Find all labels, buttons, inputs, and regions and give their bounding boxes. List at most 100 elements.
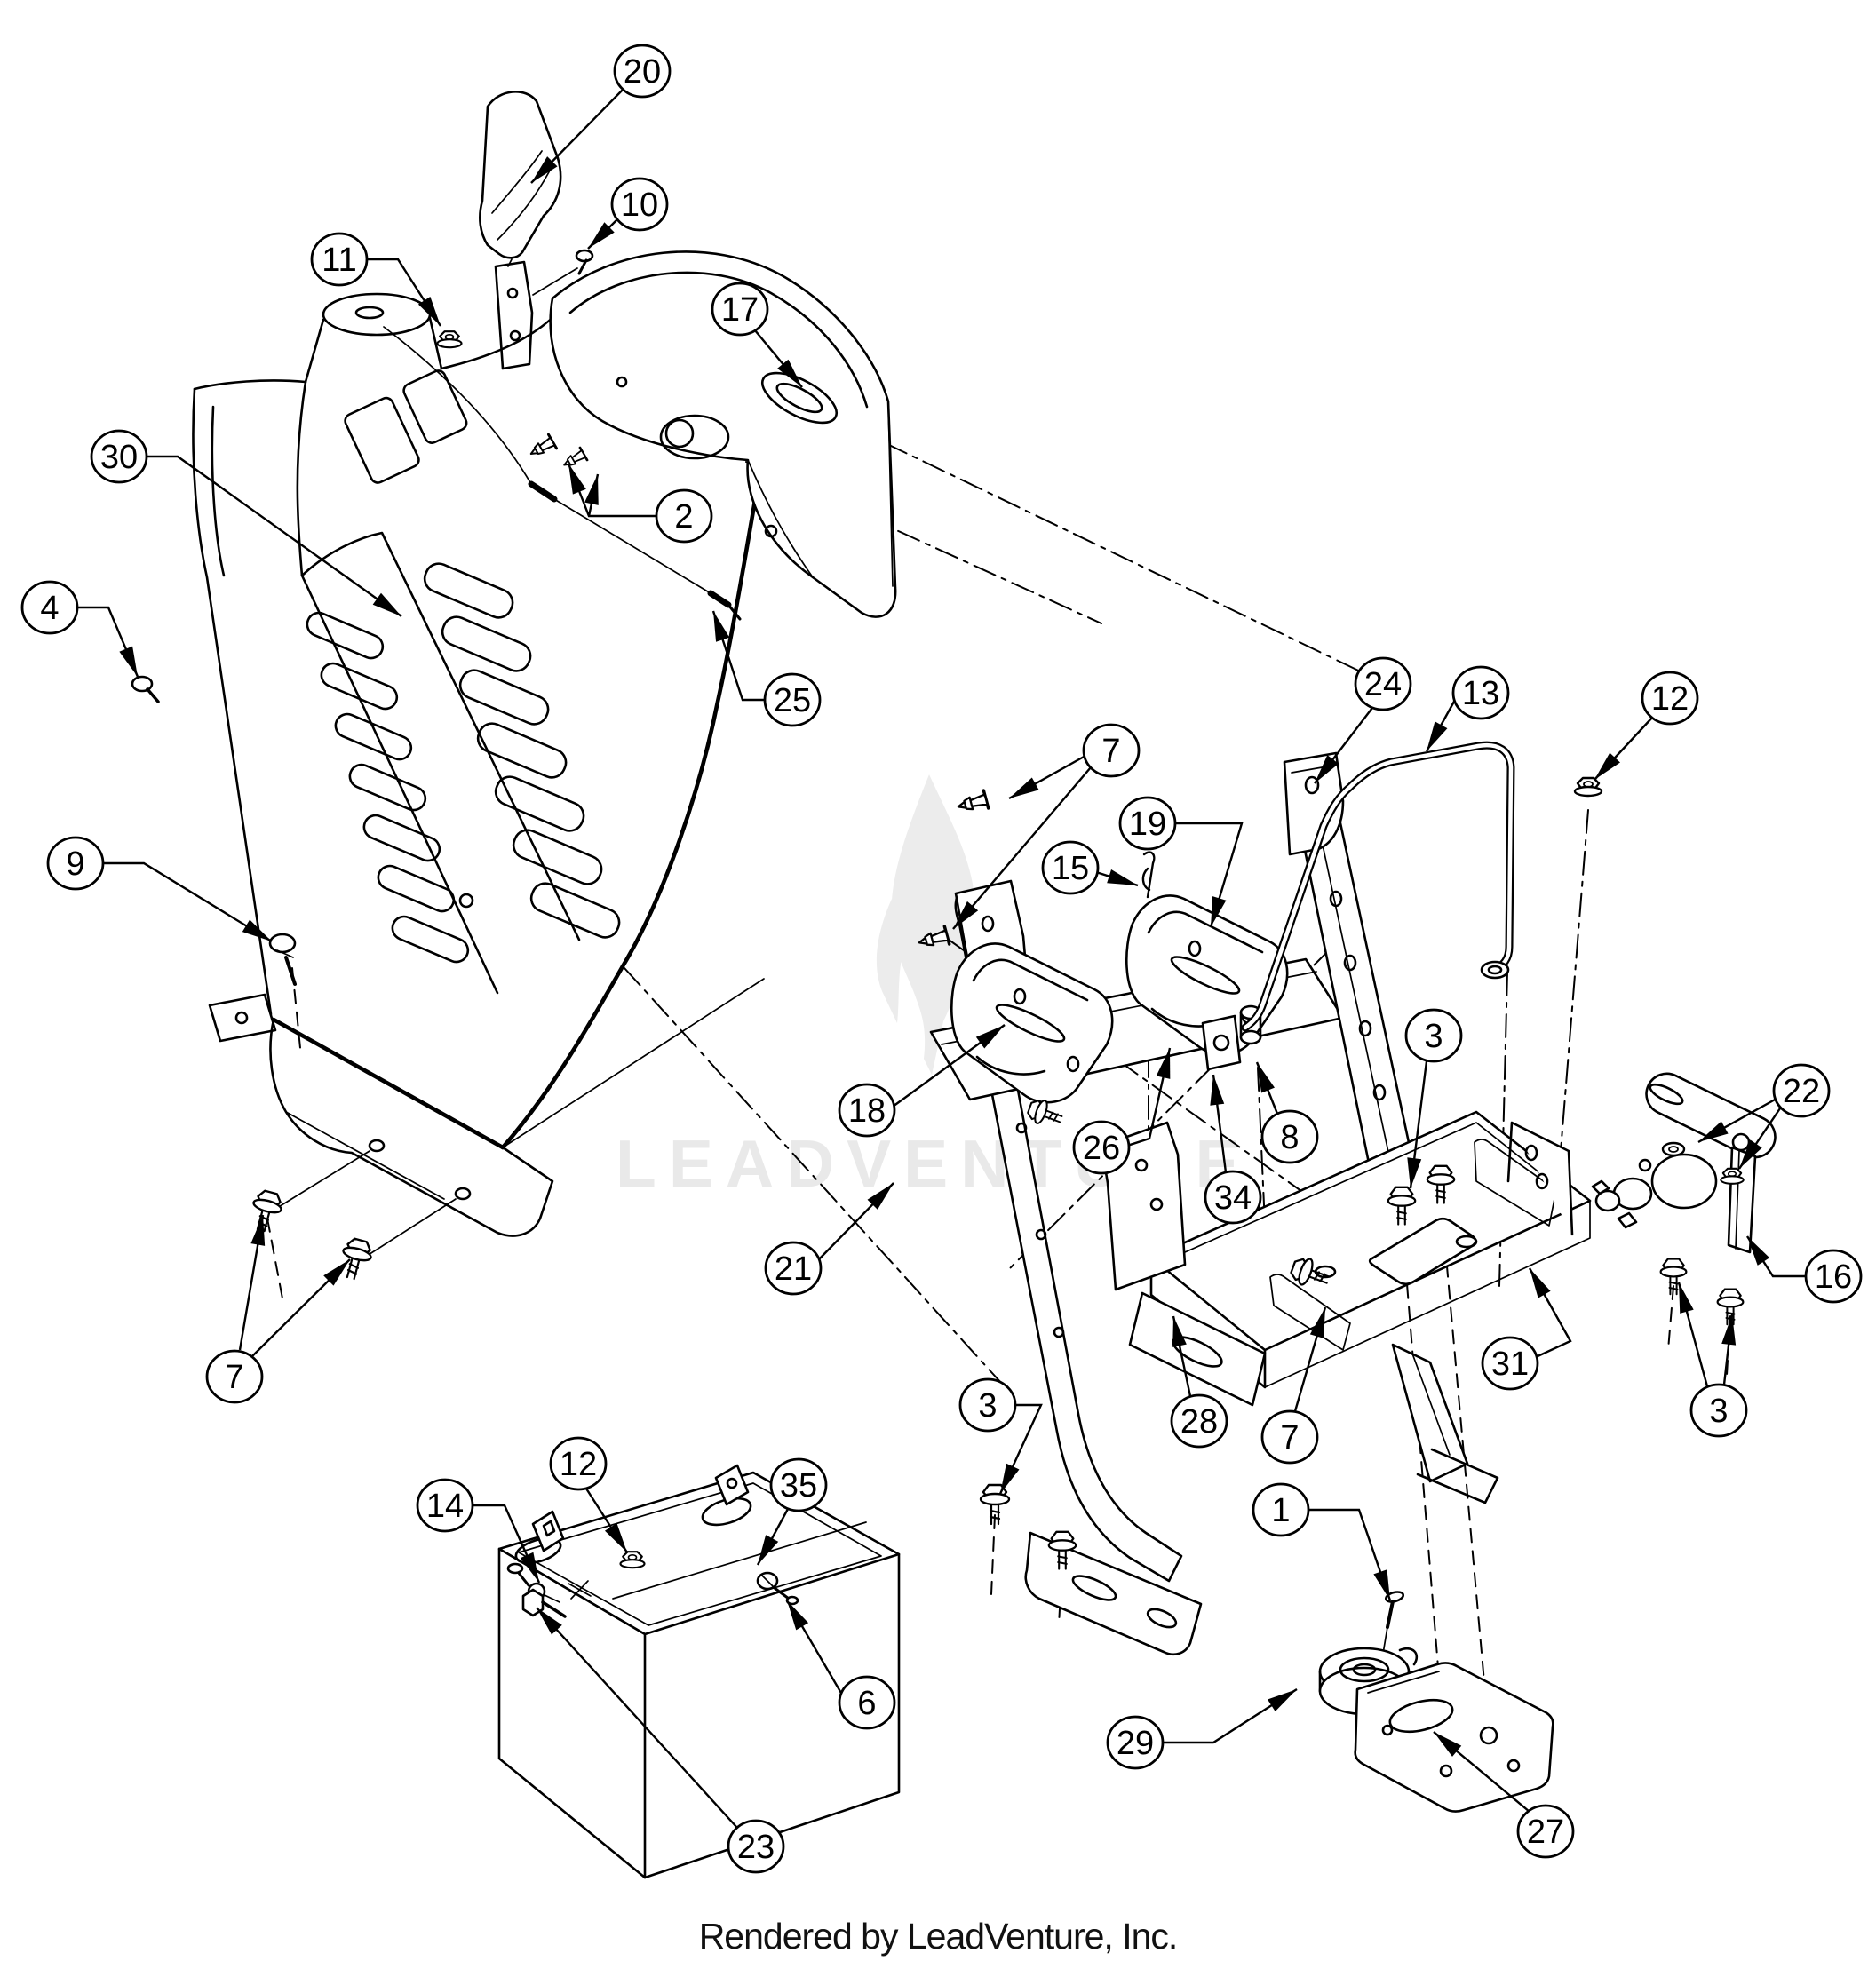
leadventure-flame-watermark-icon	[876, 899, 903, 1023]
callout-1[interactable]: 1	[1252, 1482, 1392, 1601]
callout-19[interactable]: 19	[1118, 796, 1244, 928]
callout-29[interactable]: 29	[1106, 1687, 1298, 1770]
callout-bubble	[958, 1377, 1017, 1433]
cable-push-pin	[559, 446, 589, 472]
callout-23[interactable]: 23	[536, 1607, 785, 1874]
callout-number: 35	[780, 1467, 817, 1504]
callout-24[interactable]: 24	[1314, 656, 1412, 784]
callout-13[interactable]: 13	[1425, 665, 1510, 752]
callout-number: 31	[1491, 1346, 1529, 1383]
callout-14[interactable]: 14	[416, 1478, 541, 1584]
callout-12[interactable]: 12	[1594, 671, 1699, 781]
callout-bubble	[764, 1241, 823, 1296]
callout-number: 14	[426, 1488, 464, 1525]
callout-10[interactable]: 10	[587, 177, 669, 250]
cable-push-pin	[525, 433, 558, 463]
footer-credit: Rendered by LeadVenture, Inc.	[698, 1916, 1179, 1957]
callout-number: 3	[978, 1387, 997, 1425]
callout-number: 7	[1280, 1419, 1299, 1457]
hood-lower-lip	[208, 993, 554, 1258]
callout-34[interactable]: 34	[1204, 1074, 1262, 1225]
callout-bubble	[1041, 840, 1100, 895]
callout-bubble	[1354, 656, 1412, 711]
callout-11[interactable]: 11	[310, 232, 442, 327]
callout-7[interactable]: 7	[205, 1214, 351, 1404]
callout-12[interactable]: 12	[549, 1436, 629, 1553]
callout-bubble	[1516, 1804, 1575, 1859]
callout-number: 3	[1709, 1393, 1728, 1430]
battery-tray	[1100, 1110, 1592, 1504]
shoulder-bolt	[268, 933, 297, 986]
callout-31[interactable]: 31	[1481, 1267, 1572, 1391]
callout-number: 1	[1271, 1492, 1290, 1529]
callout-bubble	[1689, 1383, 1748, 1438]
callout-number: 7	[225, 1359, 243, 1396]
callout-20[interactable]: 20	[530, 44, 672, 184]
lever-nut	[436, 330, 463, 349]
callout-7[interactable]: 7	[1260, 1306, 1327, 1465]
callout-28[interactable]: 28	[1170, 1315, 1228, 1449]
terminal-nut	[619, 1551, 646, 1569]
callout-8[interactable]: 8	[1255, 1061, 1319, 1164]
callout-25[interactable]: 25	[711, 610, 822, 727]
callout-26[interactable]: 26	[1072, 1047, 1172, 1175]
callout-bubble	[655, 488, 713, 544]
solenoid-washer	[1661, 1141, 1686, 1157]
callout-number: 22	[1783, 1073, 1820, 1110]
callout-bubble	[610, 177, 669, 232]
callout-15[interactable]: 15	[1041, 840, 1139, 895]
callout-number: 11	[322, 242, 356, 279]
callout-bubble	[1252, 1482, 1310, 1537]
callout-number: 4	[40, 590, 59, 627]
callout-21[interactable]: 21	[764, 1182, 894, 1296]
callout-number: 8	[1280, 1119, 1299, 1156]
callout-number: 29	[1117, 1725, 1154, 1762]
lever-screw	[575, 249, 594, 275]
callout-6[interactable]: 6	[785, 1600, 896, 1730]
callout-3[interactable]: 3	[1677, 1282, 1748, 1438]
callout-16[interactable]: 16	[1745, 1235, 1863, 1304]
battery	[497, 1464, 901, 1879]
callout-27[interactable]: 27	[1433, 1731, 1575, 1859]
callout-3[interactable]: 3	[1404, 1008, 1463, 1189]
callout-9[interactable]: 9	[46, 836, 273, 943]
callout-18[interactable]: 18	[838, 1024, 1006, 1138]
callout-number: 23	[737, 1829, 775, 1866]
callout-number: 26	[1083, 1130, 1120, 1167]
callout-bubble	[763, 672, 822, 727]
callout-number: 7	[1101, 733, 1120, 770]
callout-bubble	[838, 1675, 896, 1730]
callout-bubble	[727, 1819, 785, 1874]
callout-4[interactable]: 4	[20, 580, 139, 678]
callout-number: 30	[100, 439, 138, 476]
interlock-switch-assembly	[1318, 1591, 1554, 1813]
throttle-cable	[383, 326, 742, 621]
callout-bubble	[205, 1349, 264, 1404]
callout-bubble	[1804, 1249, 1863, 1304]
hood-lip-bolt	[335, 1235, 376, 1283]
dash-console-panel	[549, 250, 897, 618]
callout-35[interactable]: 35	[756, 1457, 828, 1566]
frame-lock-nut	[1573, 776, 1603, 798]
battery-retainer-rod	[1241, 741, 1515, 1032]
callout-bubble	[46, 836, 105, 891]
callout-bubble	[711, 282, 769, 337]
callout-bubble	[1260, 1409, 1319, 1465]
callout-bubble	[838, 1083, 896, 1138]
callout-7[interactable]: 7	[952, 723, 1141, 930]
callout-bubble	[613, 44, 672, 99]
callout-bubble	[1451, 665, 1510, 720]
callout-number: 25	[774, 682, 811, 719]
callout-2[interactable]: 2	[567, 463, 713, 544]
callout-number: 12	[1651, 680, 1689, 718]
callout-22[interactable]: 22	[1697, 1063, 1831, 1170]
callout-bubble	[1260, 1109, 1319, 1164]
callout-3[interactable]: 3	[958, 1377, 1043, 1495]
callout-number: 20	[624, 53, 661, 91]
callout-30[interactable]: 30	[90, 429, 402, 617]
callout-17[interactable]: 17	[711, 282, 803, 388]
hood-lip-bolt	[245, 1187, 286, 1235]
solenoid-bolt	[1716, 1288, 1745, 1326]
grille-vent-slots	[306, 562, 621, 964]
